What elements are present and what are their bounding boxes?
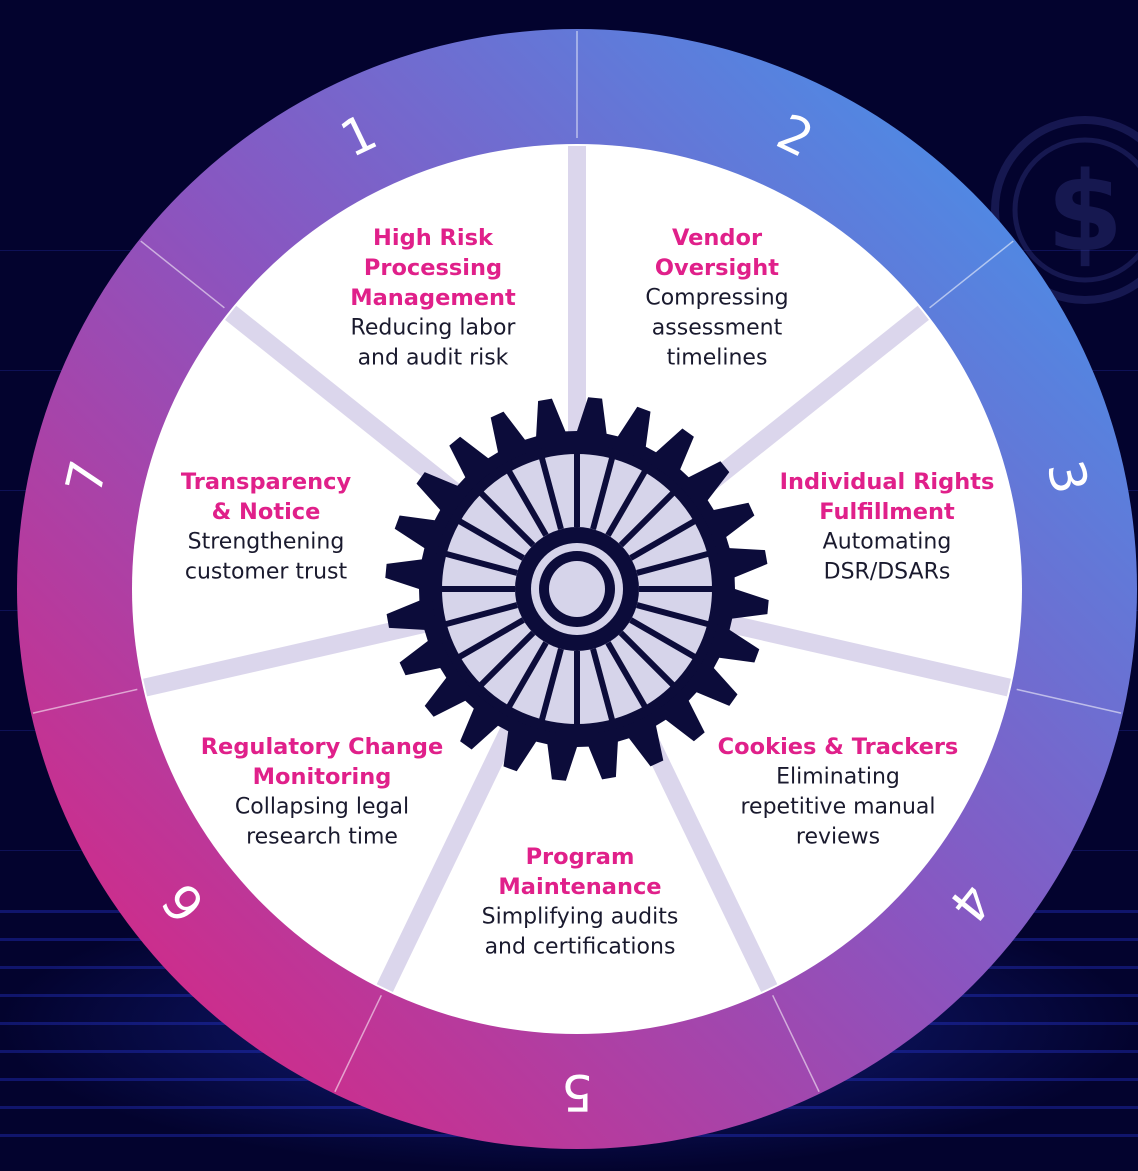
segment-title: Vendor	[672, 225, 763, 251]
segment-description: DSR/DSARs	[824, 560, 951, 585]
segment-title: Oversight	[655, 255, 779, 281]
gear-vane	[440, 549, 518, 576]
segment-title: Individual Rights	[780, 469, 995, 495]
segment-description: Automating	[823, 530, 952, 555]
segment-label: Individual RightsFulfillmentAutomatingDS…	[780, 469, 995, 585]
ring-divider	[772, 995, 820, 1093]
gear-vane	[504, 641, 549, 712]
segment-description: research time	[246, 825, 398, 850]
segment-description: Eliminating	[776, 765, 900, 790]
segment-description: timelines	[667, 346, 768, 371]
gear-vane	[590, 452, 617, 530]
segment-description: assessment	[652, 316, 783, 341]
gear-vane	[605, 466, 650, 537]
ring-divider	[929, 240, 1014, 309]
spoke	[633, 720, 778, 993]
ring-divider	[1016, 688, 1122, 714]
ring-divider	[140, 240, 225, 309]
gear-vane	[590, 648, 617, 726]
gear-vane	[629, 516, 700, 561]
gear-vane	[454, 516, 525, 561]
segment-description: repetitive manual	[740, 795, 935, 820]
spokes	[143, 146, 1011, 993]
segment-description: Strengthening	[188, 530, 345, 555]
gear-vane	[537, 648, 564, 726]
gear-vane	[636, 602, 714, 629]
gear-vane	[636, 549, 714, 576]
segment-description: and audit risk	[358, 346, 509, 371]
segment-title: Management	[350, 285, 516, 311]
gear-icon	[385, 397, 769, 781]
gear-vane	[537, 452, 564, 530]
gear-vane	[629, 617, 700, 662]
segment-title: Processing	[364, 255, 502, 281]
segment-title: Cookies & Trackers	[718, 734, 959, 760]
segment-title: Transparency	[181, 469, 352, 495]
gear-vane	[475, 630, 536, 691]
segment-title: Program	[526, 844, 635, 870]
gear-vane	[605, 641, 650, 712]
svg-text:$: $	[1047, 148, 1124, 276]
ring-divider	[32, 688, 138, 714]
ring-dividers	[32, 31, 1122, 1093]
dollar-coin-icon: $	[991, 116, 1138, 304]
segment-number: 5	[561, 1063, 593, 1121]
segment-title: Maintenance	[498, 874, 661, 900]
spoke	[688, 305, 929, 503]
gear-vane	[504, 466, 549, 537]
segment-description: Simplifying audits	[482, 905, 679, 930]
segment-description: and certifications	[485, 935, 676, 960]
segment-title: Monitoring	[253, 764, 392, 790]
segment-title: & Notice	[212, 499, 321, 525]
gear-vane	[454, 617, 525, 662]
segment-description: Compressing	[645, 286, 788, 311]
ring-divider	[334, 995, 382, 1093]
segment-description: reviews	[796, 825, 880, 850]
gear-rim	[432, 444, 722, 734]
spoke	[143, 613, 433, 697]
spoke	[376, 720, 521, 993]
segment-title: High Risk	[373, 225, 494, 251]
spoke	[225, 305, 466, 503]
segment-title: Fulfillment	[819, 499, 955, 525]
segment-title: Regulatory Change	[201, 734, 444, 760]
segment-description: Reducing labor	[351, 316, 517, 341]
gear-vane	[618, 630, 679, 691]
gear-hub-center	[549, 561, 605, 617]
gear-vane	[440, 602, 518, 629]
segment-description: Collapsing legal	[235, 795, 409, 820]
segment-description: customer trust	[185, 560, 348, 585]
spoke	[721, 613, 1011, 697]
gear-vane	[475, 487, 536, 548]
gear-vane	[618, 487, 679, 548]
